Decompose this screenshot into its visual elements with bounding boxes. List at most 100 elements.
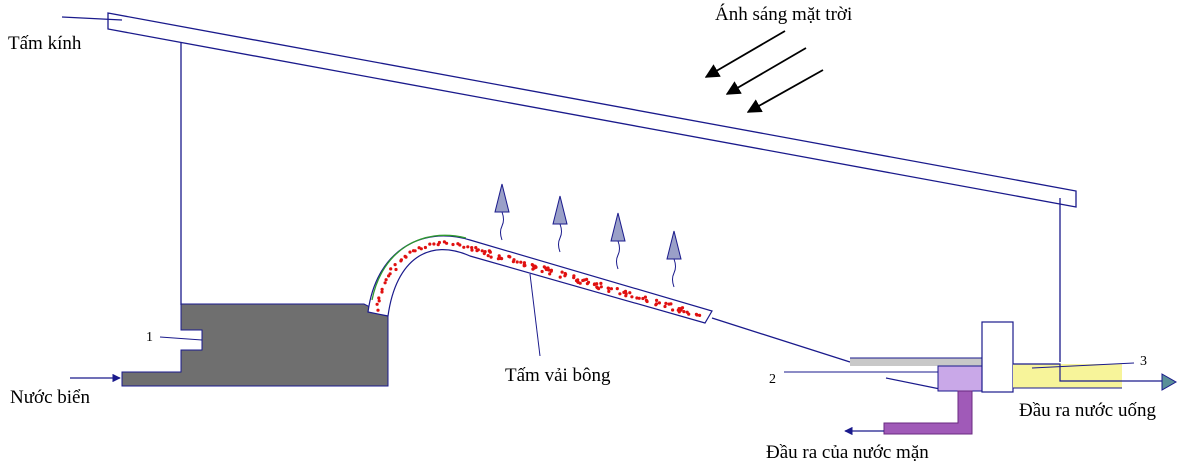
salt-dot	[437, 240, 441, 245]
salt-dot	[377, 296, 381, 300]
salt-dot	[393, 263, 397, 267]
salt-dot	[628, 291, 632, 295]
fresh-water-collector	[1013, 364, 1122, 388]
salt-dot	[592, 282, 597, 287]
up-arrow-icon	[552, 195, 568, 225]
salt-dot	[669, 302, 673, 306]
salt-dot	[549, 268, 554, 272]
salt-dot	[408, 250, 412, 254]
fresh-water-duct	[1013, 363, 1166, 382]
cloth-edge	[371, 234, 467, 301]
salt-dot	[677, 310, 681, 314]
salt-dot	[519, 260, 523, 264]
salt-dot	[540, 269, 544, 274]
label-sunlight: Ánh sáng mặt trời	[715, 3, 852, 25]
salt-dot	[599, 285, 603, 289]
salt-dot	[488, 250, 492, 254]
salt-dot	[664, 301, 668, 305]
vapor-tail	[672, 258, 676, 288]
salt-dot	[607, 289, 611, 293]
divider-tube	[981, 321, 1014, 393]
salt-dot	[445, 241, 449, 245]
salt-dot	[643, 295, 648, 299]
salt-dot	[470, 246, 474, 250]
salt-dot	[507, 254, 511, 258]
salt-dot	[413, 249, 417, 253]
up-arrow-icon	[666, 230, 682, 260]
label-salt-out: Đầu ra của nước mặn	[766, 442, 929, 463]
salt-dot	[547, 268, 551, 272]
salt-dot	[499, 256, 503, 260]
salt-dot	[482, 252, 486, 256]
salt-dot	[607, 286, 611, 290]
salt-dot	[428, 242, 432, 246]
salt-dot	[380, 290, 384, 294]
salt-dot	[375, 302, 379, 306]
salt-dot	[641, 296, 645, 301]
collecting-tray	[850, 358, 982, 366]
salt-dot	[377, 299, 381, 303]
base-slope	[711, 317, 851, 363]
salt-dot	[419, 247, 423, 251]
salt-dot	[511, 260, 515, 264]
salt-dot	[609, 287, 614, 291]
salt-dot	[586, 280, 591, 284]
salt-dot	[389, 267, 393, 271]
salt-dot	[474, 246, 478, 250]
salt-dot	[671, 308, 675, 312]
pointer-1	[159, 336, 203, 341]
salt-dot	[376, 308, 380, 312]
glass-plate	[107, 12, 1077, 208]
salt-dot	[533, 266, 537, 270]
tray-bottom	[885, 377, 941, 390]
salt-dot	[544, 266, 548, 270]
salt-dot	[497, 254, 501, 258]
salt-dot	[560, 270, 564, 274]
salt-dot	[685, 310, 689, 314]
salt-dot	[432, 242, 436, 246]
label-glass: Tấm kính	[8, 33, 82, 54]
label-seawater: Nước biển	[10, 387, 90, 408]
salt-dot	[582, 278, 587, 282]
salt-dot	[630, 295, 634, 299]
salt-dot	[599, 281, 603, 285]
label-number-1: 1	[146, 330, 153, 345]
salt-dot	[655, 298, 659, 302]
salt-dot	[564, 272, 568, 276]
salt-dot	[597, 287, 601, 291]
salt-dot	[576, 278, 580, 282]
salt-dot	[380, 287, 384, 291]
pointer-cotton	[529, 273, 541, 357]
salt-dot	[695, 313, 699, 317]
salt-dot	[462, 245, 466, 249]
label-number-2: 2	[769, 372, 776, 387]
vapor-arrows	[494, 183, 682, 288]
sunray-arrow-icon	[704, 30, 824, 113]
salt-dot	[394, 267, 398, 272]
salt-dot	[618, 292, 622, 296]
salt-dot	[698, 313, 702, 317]
salt-dot	[515, 260, 519, 264]
salt-dot	[522, 263, 526, 267]
salt-dots	[375, 240, 702, 317]
brine-chamber	[937, 365, 983, 392]
salt-dot	[637, 296, 641, 300]
salt-dot	[663, 304, 667, 309]
salt-dot	[388, 272, 392, 276]
salt-dot	[682, 310, 686, 314]
brine-pipe	[883, 390, 973, 435]
salt-dot	[404, 255, 408, 259]
salt-dot	[645, 299, 649, 304]
label-cotton: Tấm vải bông	[505, 365, 611, 386]
salt-dot	[423, 245, 427, 250]
vapor-tail	[558, 223, 562, 253]
glass-pointer	[61, 16, 123, 21]
label-drink-out: Đầu ra nước uống	[1019, 400, 1156, 421]
salt-dot	[578, 281, 582, 285]
salt-dot	[623, 289, 628, 293]
salt-dot	[466, 245, 470, 249]
seawater-reservoir	[121, 303, 389, 387]
salt-dot	[548, 272, 552, 276]
salt-dot	[654, 302, 659, 306]
